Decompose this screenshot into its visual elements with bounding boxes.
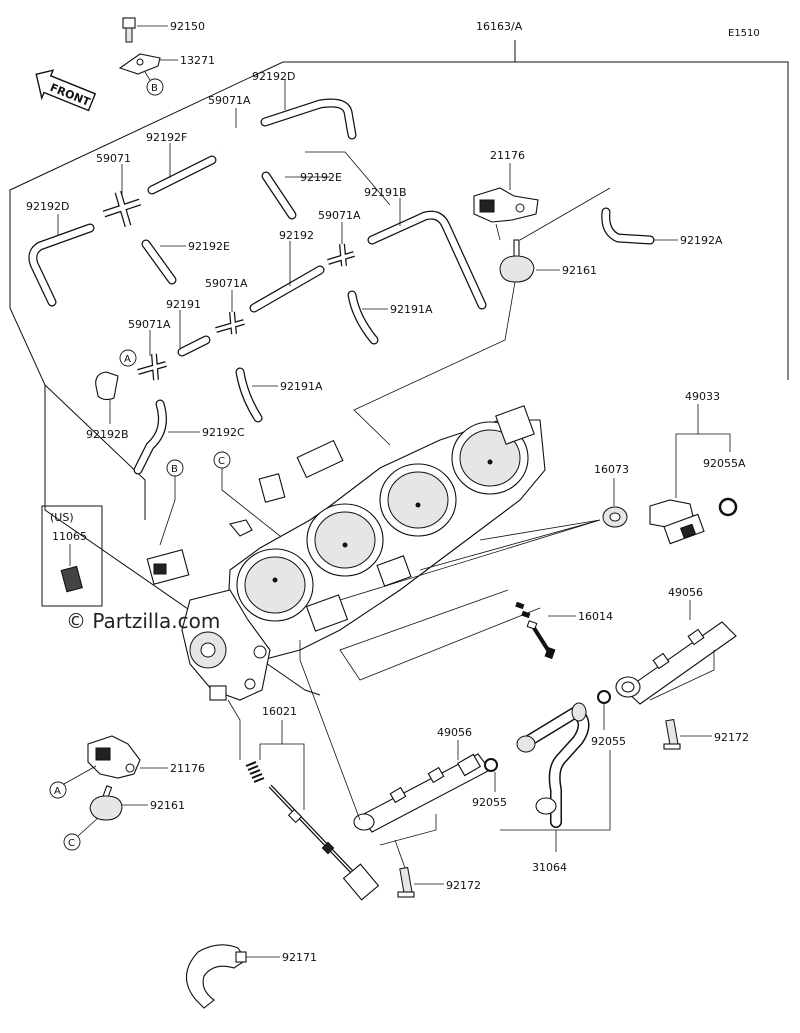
label-31064[interactable]: 31064 <box>532 861 567 874</box>
bolt-92172-low-icon[interactable] <box>397 866 415 898</box>
injector-49033-icon[interactable] <box>649 499 705 545</box>
clamp-92171-icon[interactable] <box>185 944 247 1009</box>
callout-a-lower <box>49 781 67 799</box>
bracket-13271-icon[interactable] <box>118 53 161 75</box>
label-92055-low[interactable]: 92055 <box>472 796 507 809</box>
hose-92192d-left[interactable] <box>28 223 95 307</box>
label-92055a[interactable]: 92055A <box>703 457 746 470</box>
label-92171[interactable]: 92171 <box>282 951 317 964</box>
label-92172-low[interactable]: 92172 <box>446 879 481 892</box>
joint-59071a-low[interactable] <box>215 311 245 335</box>
throttle-body-assembly[interactable] <box>227 405 546 661</box>
hose-92192f[interactable] <box>147 155 217 195</box>
label-92192d-left[interactable]: 92192D <box>26 200 69 213</box>
hose-92192e-low[interactable] <box>141 239 177 285</box>
label-49033[interactable]: 49033 <box>685 390 720 403</box>
hose-92192e-mid[interactable] <box>261 171 297 220</box>
label-21176-top[interactable]: 21176 <box>490 149 525 162</box>
us-variant-box: (US) 11065 <box>41 505 103 607</box>
label-11065[interactable]: 11065 <box>52 530 87 543</box>
hose-92192[interactable] <box>249 265 325 313</box>
label-92191b[interactable]: 92191B <box>364 186 407 199</box>
label-59071a-left[interactable]: 59071A <box>128 318 171 331</box>
fuel-rail-49056-right-icon[interactable] <box>615 621 737 705</box>
us-label: (US) <box>50 511 74 524</box>
fuel-rail-49056-low-icon[interactable] <box>353 753 491 833</box>
spring-16021-icon[interactable] <box>245 761 265 783</box>
cap-92192b[interactable] <box>95 371 119 401</box>
cap-11065-icon[interactable] <box>60 565 83 593</box>
label-92192e-mid[interactable]: 92192E <box>300 171 342 184</box>
hose-92191[interactable] <box>177 335 211 357</box>
label-92192d-top[interactable]: 92192D <box>252 70 295 83</box>
label-92172-right[interactable]: 92172 <box>714 731 749 744</box>
joint-59071[interactable] <box>102 191 142 227</box>
figure-code: E1510 <box>728 28 760 39</box>
label-59071[interactable]: 59071 <box>96 152 131 165</box>
callout-b-top-letter: B <box>151 83 158 94</box>
screw-16021-icon[interactable] <box>268 784 380 901</box>
watermark: © Partzilla.com <box>66 609 220 633</box>
hose-92192c[interactable] <box>133 399 167 475</box>
callout-c-lower-letter: C <box>68 838 75 849</box>
label-16163-a[interactable]: 16163/A <box>476 20 523 33</box>
label-92191a-low[interactable]: 92191A <box>280 380 323 393</box>
sensor-21176-top-icon[interactable] <box>473 187 539 223</box>
sensor-21176-low-icon[interactable] <box>87 735 141 779</box>
label-59071a-top[interactable]: 59071A <box>208 94 251 107</box>
oring-92055a-icon[interactable] <box>718 497 738 517</box>
callout-c-lower <box>63 833 81 851</box>
callout-b-top <box>146 78 164 96</box>
joint-59071a-mid[interactable] <box>327 243 355 267</box>
label-92192[interactable]: 92192 <box>279 229 314 242</box>
label-92192f[interactable]: 92192F <box>146 131 187 144</box>
label-49056-right[interactable]: 49056 <box>668 586 703 599</box>
label-16021[interactable]: 16021 <box>262 705 297 718</box>
label-92191a-right[interactable]: 92191A <box>390 303 433 316</box>
throttle-actuator[interactable] <box>146 549 271 701</box>
oring-92055-low-icon[interactable] <box>484 758 498 772</box>
fuel-pipe-31064-icon[interactable] <box>516 702 590 828</box>
hose-92191a-right[interactable] <box>347 290 379 345</box>
label-92192a[interactable]: 92192A <box>680 234 723 247</box>
nipple-92161-low-icon[interactable] <box>89 785 123 821</box>
callout-c-mid-letter: C <box>218 456 225 467</box>
label-92191[interactable]: 92191 <box>166 298 201 311</box>
label-92192e-low[interactable]: 92192E <box>188 240 230 253</box>
callout-a-upper-letter: A <box>124 354 131 365</box>
label-92192c[interactable]: 92192C <box>202 426 245 439</box>
label-92192b[interactable]: 92192B <box>86 428 129 441</box>
label-16014[interactable]: 16014 <box>578 610 613 623</box>
hose-92191a-low[interactable] <box>235 367 263 423</box>
label-59071a-low[interactable]: 59071A <box>205 277 248 290</box>
oring-92055-right-icon[interactable] <box>597 690 611 704</box>
hose-92192a[interactable] <box>601 207 655 245</box>
label-49056-low[interactable]: 49056 <box>437 726 472 739</box>
callout-b-mid-letter: B <box>171 464 178 475</box>
label-92161-top[interactable]: 92161 <box>562 264 597 277</box>
hose-92192d-top[interactable] <box>260 98 357 140</box>
callout-a-lower-letter: A <box>54 786 61 797</box>
screw-kit-16014-icon[interactable] <box>515 601 556 660</box>
label-92150[interactable]: 92150 <box>170 20 205 33</box>
label-92161-low[interactable]: 92161 <box>150 799 185 812</box>
hose-92191b[interactable] <box>367 210 487 310</box>
bolt-92172-right-icon[interactable] <box>663 718 681 750</box>
label-92055-right[interactable]: 92055 <box>591 735 626 748</box>
seal-16073-icon[interactable] <box>602 506 628 528</box>
label-16073[interactable]: 16073 <box>594 463 629 476</box>
joint-59071a-top[interactable] <box>221 127 249 151</box>
callout-a-upper <box>119 349 137 367</box>
label-21176-low[interactable]: 21176 <box>170 762 205 775</box>
front-arrow-icon: FRONT <box>35 69 97 112</box>
joint-59071a-left[interactable] <box>137 353 167 381</box>
label-59071a-mid[interactable]: 59071A <box>318 209 361 222</box>
label-13271[interactable]: 13271 <box>180 54 215 67</box>
bolt-92150-icon[interactable] <box>122 17 136 43</box>
nipple-92161-top-icon[interactable] <box>499 239 535 283</box>
